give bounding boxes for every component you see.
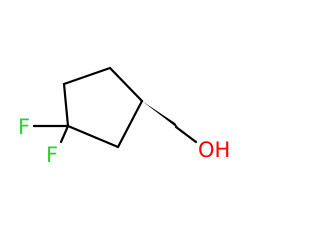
fluorine-label-lower: F xyxy=(46,143,58,167)
bond-c5-c1 xyxy=(62,82,70,128)
ring-bonds xyxy=(62,66,144,149)
bond-c3-c4 xyxy=(116,99,144,149)
bond-ch2-o xyxy=(174,125,198,144)
bond-c4-c5 xyxy=(66,124,120,149)
fluorine-label-upper: F xyxy=(18,115,30,139)
bond-c2-c3 xyxy=(108,66,144,103)
bond-c1-c2 xyxy=(62,66,112,86)
stereo-wedge-bond xyxy=(142,101,180,130)
molecule-structure: F F OH xyxy=(18,66,230,167)
substituent-bonds xyxy=(32,124,198,144)
bond-c5-f-lower xyxy=(59,124,70,144)
hydroxyl-label: OH xyxy=(198,138,230,162)
